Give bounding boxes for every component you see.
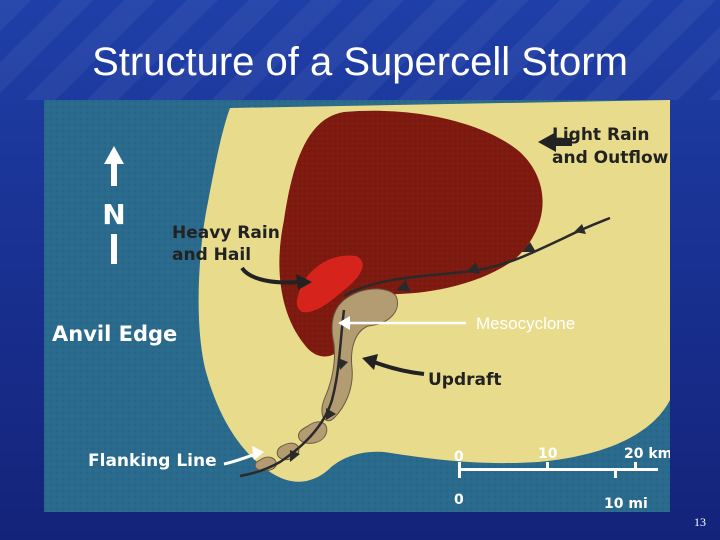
north-label: N	[102, 198, 125, 231]
scale-line	[458, 468, 658, 471]
scale-tick-10km	[546, 462, 549, 470]
updraft-label: Updraft	[428, 370, 502, 390]
heavy-rain-arrow-icon	[296, 274, 312, 290]
mesocyclone-arrow-icon	[338, 316, 350, 330]
heavy-rain-arrow-line	[240, 266, 301, 285]
flanking-front-line	[239, 309, 346, 478]
north-arrow-tail	[111, 234, 117, 264]
light-rain-arrow-shaft	[554, 138, 572, 146]
updraft-arrow-line	[373, 360, 425, 376]
north-arrow-shaft	[111, 162, 117, 186]
page-number: 13	[694, 515, 706, 529]
front-barb	[522, 242, 536, 252]
flanking-line-arrow-line	[223, 452, 257, 466]
front-barb	[290, 450, 300, 462]
scale-bar: 0 10 20 km 0 10 mi	[454, 446, 670, 512]
supercell-diagram: N Light Rain and Outflow Heavy Rain and …	[44, 100, 670, 512]
light-rain-label-1: Light Rain	[552, 125, 649, 145]
updraft-arrow-icon	[362, 354, 378, 370]
scale-tick-0	[458, 462, 461, 478]
front-barb	[326, 408, 336, 420]
flanking-line-arrow-icon	[252, 446, 264, 460]
scale-km-10: 10	[538, 446, 558, 462]
light-rain-label-2: and Outflow	[552, 148, 669, 168]
front-barb	[574, 224, 586, 234]
north-arrow-icon	[104, 146, 124, 164]
anvil-edge-label: Anvil Edge	[52, 322, 177, 346]
front-barb	[466, 262, 480, 274]
front-barb	[338, 358, 348, 370]
front-barb	[396, 280, 410, 292]
heavy-rain-label-2: and Hail	[172, 245, 251, 265]
scale-tick-10mi	[614, 470, 617, 478]
mesocyclone-label: Mesocyclone	[476, 314, 575, 333]
heavy-rain-label-1: Heavy Rain	[172, 223, 280, 243]
scale-km-20: 20 km	[624, 446, 670, 462]
scale-mi-10: 10 mi	[604, 496, 648, 512]
slide-title: Structure of a Supercell Storm	[92, 40, 628, 84]
scale-tick-20km	[634, 462, 637, 470]
scale-mi-0: 0	[454, 492, 464, 508]
scale-km-0: 0	[454, 449, 464, 465]
hail-core	[296, 255, 363, 313]
title-band-stripes	[0, 0, 720, 100]
flanking-line-label: Flanking Line	[88, 451, 217, 471]
light-rain-arrow-icon	[538, 132, 556, 152]
